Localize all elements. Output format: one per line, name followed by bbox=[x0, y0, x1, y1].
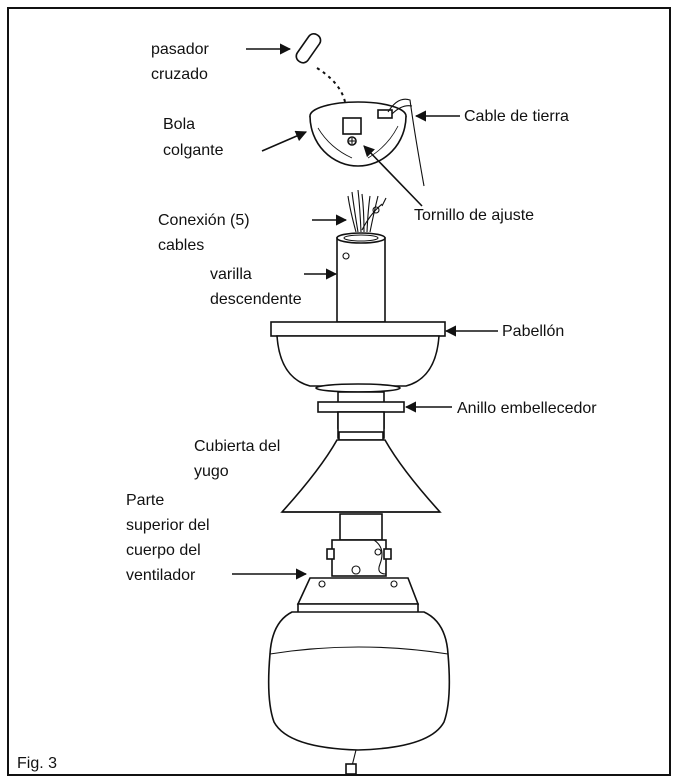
hanger-ball bbox=[309, 101, 407, 167]
label-pasador: pasador cruzado bbox=[151, 41, 209, 83]
label-conexion: Conexión (5) cables bbox=[158, 212, 250, 254]
label-bola: Bola colgante bbox=[163, 116, 224, 159]
figure-caption: Fig. 3 bbox=[17, 755, 57, 772]
label-parte-line4: ventilador bbox=[126, 567, 196, 584]
downrod-bottom bbox=[339, 513, 383, 541]
ground-wire bbox=[387, 98, 425, 187]
label-cable-tierra: Cable de tierra bbox=[464, 108, 569, 125]
label-conexion-line2: cables bbox=[158, 237, 204, 254]
label-bola-line2: colgante bbox=[163, 142, 224, 159]
label-pabellon: Pabellón bbox=[502, 323, 564, 340]
downrod bbox=[336, 232, 386, 323]
label-parte-superior: Parte superior del cuerpo del ventilador bbox=[126, 492, 210, 584]
label-cubierta-line1: Cubierta del bbox=[194, 438, 280, 455]
label-parte-line1: Parte bbox=[126, 492, 164, 509]
label-parte-line2: superior del bbox=[126, 517, 210, 534]
figure-frame bbox=[7, 7, 671, 776]
motor-housing bbox=[267, 611, 451, 751]
upper-motor-housing bbox=[296, 539, 420, 621]
label-cubierta-line2: yugo bbox=[194, 463, 229, 480]
arrow-tornillo bbox=[363, 145, 423, 207]
label-varilla-line1: varilla bbox=[210, 266, 252, 283]
canopy bbox=[270, 321, 446, 393]
label-tornillo: Tornillo de ajuste bbox=[414, 207, 534, 224]
label-anillo: Anillo embellecedor bbox=[457, 400, 597, 417]
label-parte-line3: cuerpo del bbox=[126, 542, 201, 559]
cross-pin bbox=[295, 33, 322, 64]
label-pasador-line2: cruzado bbox=[151, 66, 208, 83]
label-conexion-line1: Conexión (5) bbox=[158, 212, 250, 229]
label-varilla: varilla descendente bbox=[210, 266, 302, 308]
label-bola-line1: Bola bbox=[163, 116, 195, 133]
wires-bundle bbox=[347, 189, 387, 233]
arrow-bola bbox=[261, 130, 308, 152]
trim-ring bbox=[317, 401, 405, 413]
label-varilla-line2: descendente bbox=[210, 291, 302, 308]
cross-pin-dotted-path bbox=[316, 67, 355, 124]
yoke-cover bbox=[280, 431, 442, 513]
bottom-lead-wire bbox=[345, 749, 357, 775]
label-pasador-line1: pasador bbox=[151, 41, 209, 58]
label-cubierta: Cubierta del yugo bbox=[194, 438, 280, 480]
